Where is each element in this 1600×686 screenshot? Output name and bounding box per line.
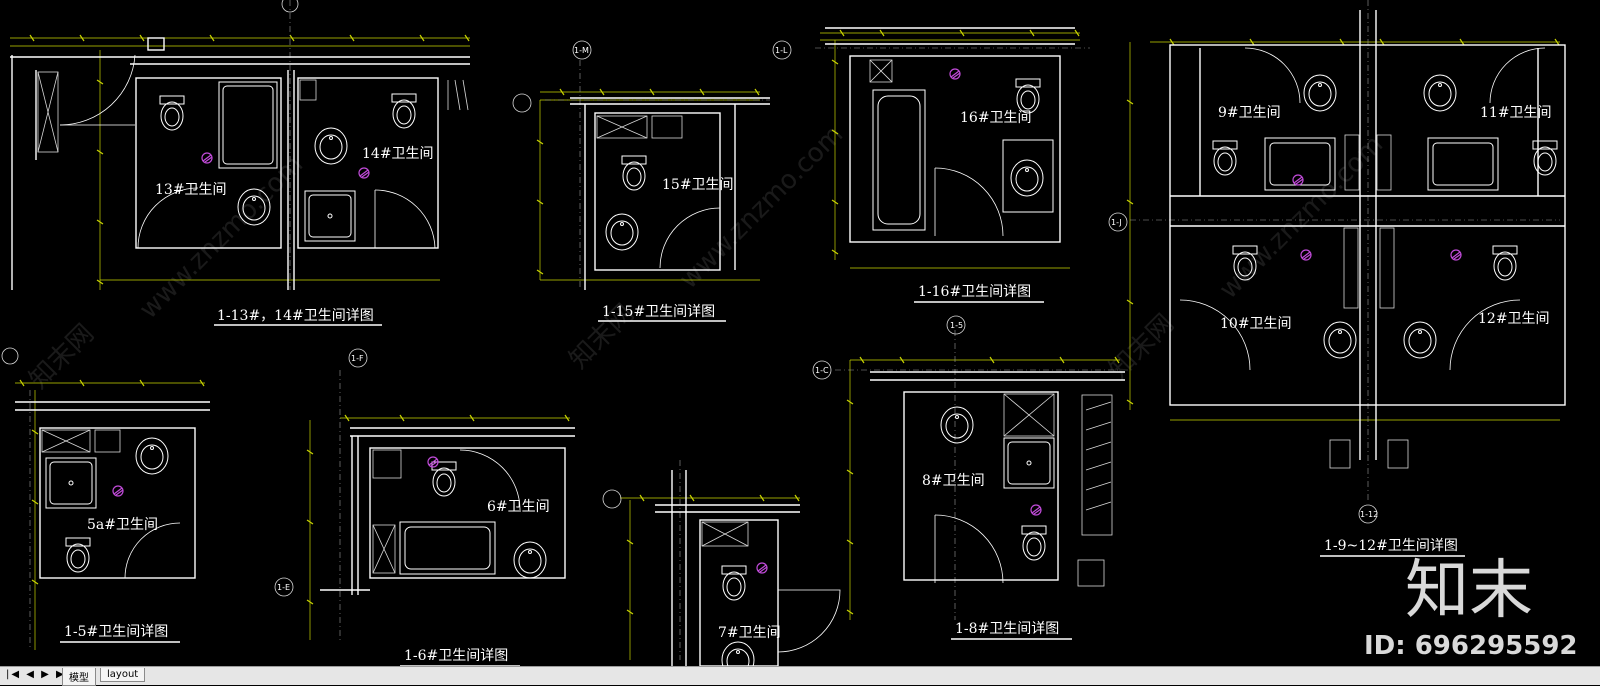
plan-13-14[interactable]: 13#卫生间 14#卫生间 1-13#，14#卫生间详图 bbox=[10, 37, 470, 326]
grid-label: 1-F bbox=[351, 354, 364, 363]
plan-6[interactable]: 6#卫生间 1-6#卫生间详图 bbox=[320, 427, 575, 667]
room-label-15: 15#卫生间 bbox=[662, 177, 734, 193]
watermark-site-text: www.znzmo.com bbox=[674, 120, 849, 295]
grid-axes bbox=[29, 0, 1560, 660]
layout-tab-bar: |◀ ◀ ▶ ▶| 模型 layout bbox=[0, 666, 1600, 686]
plan-5a[interactable]: 5a#卫生间 1-5#卫生间详图 bbox=[15, 401, 210, 643]
grid-label: 1-5 bbox=[950, 321, 963, 330]
room-label-16: 16#卫生间 bbox=[960, 110, 1032, 126]
grid-label: 1-L bbox=[775, 46, 788, 55]
room-label-7: 7#卫生间 bbox=[718, 625, 781, 641]
room-label-6: 6#卫生间 bbox=[487, 499, 550, 515]
grid-label: 1-C bbox=[815, 366, 829, 375]
brand-id-text: ID: 696295592 bbox=[1364, 631, 1578, 661]
room-label-8: 8#卫生间 bbox=[922, 473, 985, 489]
plan-9-12[interactable]: 9#卫生间 11#卫生间 10#卫生间 12#卫生间 1-9~12#卫生间详图 bbox=[1169, 10, 1566, 557]
drawing-title-6: 1-6#卫生间详图 bbox=[404, 648, 508, 664]
room-label-13: 13#卫生间 bbox=[155, 182, 227, 198]
grid-bubbles: 1-M 1-L 1-J 1-F 1-E 1-5 1-C 1-12 bbox=[1, 0, 1378, 597]
plan-16[interactable]: 16#卫生间 1-16#卫生间详图 bbox=[825, 27, 1075, 303]
drawing-title-15: 1-15#卫生间详图 bbox=[602, 304, 715, 320]
room-label-12: 12#卫生间 bbox=[1478, 311, 1550, 327]
grid-label: 1-J bbox=[1111, 218, 1122, 227]
tab-layout[interactable]: layout bbox=[100, 668, 146, 682]
drawing-title-9-12: 1-9~12#卫生间详图 bbox=[1324, 538, 1458, 554]
drawing-title-8: 1-8#卫生间详图 bbox=[955, 621, 1059, 637]
room-label-11: 11#卫生间 bbox=[1480, 105, 1552, 121]
brand-logo-text: 知末 bbox=[1405, 554, 1533, 628]
drawing-title-13-14: 1-13#，14#卫生间详图 bbox=[217, 308, 374, 324]
watermark-brand-text: 知末网 bbox=[24, 319, 100, 395]
room-label-14: 14#卫生间 bbox=[362, 146, 434, 162]
brand-watermark: 知末 ID: 696295592 bbox=[1364, 554, 1578, 661]
drawing-title-16: 1-16#卫生间详图 bbox=[918, 284, 1031, 300]
watermark-diagonal: www.znzmo.com www.znzmo.com www.znzmo.co… bbox=[24, 120, 1389, 395]
room-label-9: 9#卫生间 bbox=[1218, 105, 1281, 121]
grid-label: 1-M bbox=[574, 46, 589, 55]
watermark-site-text: www.znzmo.com bbox=[134, 150, 309, 325]
plan-7[interactable]: 7#卫生间 bbox=[655, 470, 841, 679]
tab-model[interactable]: 模型 bbox=[62, 668, 96, 686]
plan-15[interactable]: 15#卫生间 1-15#卫生间详图 bbox=[570, 97, 770, 322]
grid-label: 1-12 bbox=[1360, 510, 1378, 519]
dimension-ticks bbox=[19, 29, 1560, 615]
grid-label: 1-E bbox=[277, 583, 290, 592]
dimension-lines bbox=[10, 32, 1560, 660]
room-label-5a: 5a#卫生间 bbox=[87, 517, 158, 533]
tab-nav-arrows[interactable]: |◀ ◀ ▶ ▶| bbox=[6, 669, 72, 680]
watermark-brand-text: 知末网 bbox=[1104, 309, 1180, 385]
drawing-title-5: 1-5#卫生间详图 bbox=[64, 624, 168, 640]
room-label-10: 10#卫生间 bbox=[1220, 316, 1292, 332]
plan-8[interactable]: 8#卫生间 1-8#卫生间详图 bbox=[870, 371, 1125, 640]
